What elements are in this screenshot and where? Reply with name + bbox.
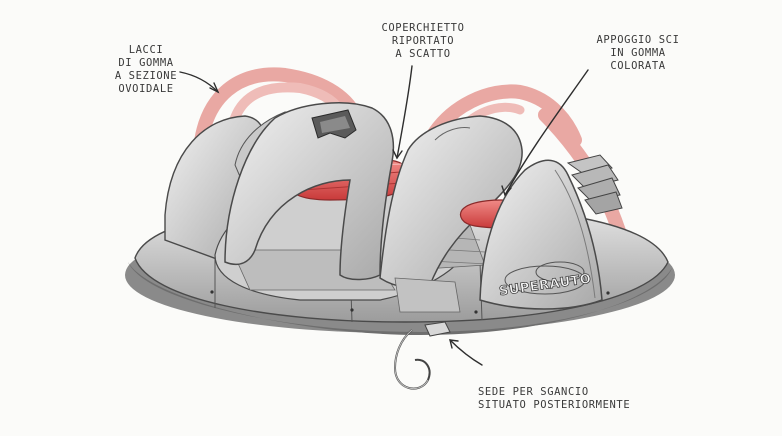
arrow-cover-head (392, 149, 403, 160)
arrow-laces (179, 71, 219, 93)
laces-line-2: DI GOMMA (118, 57, 174, 69)
annotation-laces: LACCI DI GOMMA A SEZIONE OVOIDALE (104, 44, 188, 96)
release-line-2: SITUATO POSTERIORMENTE (478, 399, 631, 411)
release-line-1: SEDE PER SGANCIO (478, 386, 589, 398)
cover-line-1: COPERCHIETTO (381, 22, 465, 34)
arrow-ski-head (501, 185, 512, 197)
release-hook (393, 277, 461, 390)
cover-line-3: A SCATTO (395, 48, 451, 60)
annotation-arrows (179, 65, 589, 366)
right-front-arch (379, 115, 523, 289)
arrow-release (449, 339, 483, 366)
arrow-laces-head (209, 82, 220, 94)
cover-line-2: RIPORTATO (391, 35, 455, 47)
laces-line-3: A SEZIONE (114, 70, 178, 82)
right-rear-fin (479, 159, 603, 310)
laces-line-1: LACCI (128, 44, 164, 56)
ski-line-3: COLORATA (610, 60, 666, 72)
ski-line-2: IN GOMMA (610, 47, 666, 59)
ski-line-1: APPOGGIO SCI (596, 34, 680, 46)
annotation-cover: COPERCHIETTO RIPORTATO A SCATTO (368, 22, 478, 61)
arrow-ski (504, 69, 589, 196)
ski-clamp (566, 154, 623, 215)
laces-line-4: OVOIDALE (118, 83, 174, 95)
arrow-release-head (449, 339, 459, 349)
arrow-cover (396, 65, 413, 159)
annotation-ski-support: APPOGGIO SCI IN GOMMA COLORATA (590, 34, 686, 73)
annotation-release: SEDE PER SGANCIO SITUATO POSTERIORMENTE (478, 386, 658, 412)
left-front-arch (224, 102, 395, 281)
